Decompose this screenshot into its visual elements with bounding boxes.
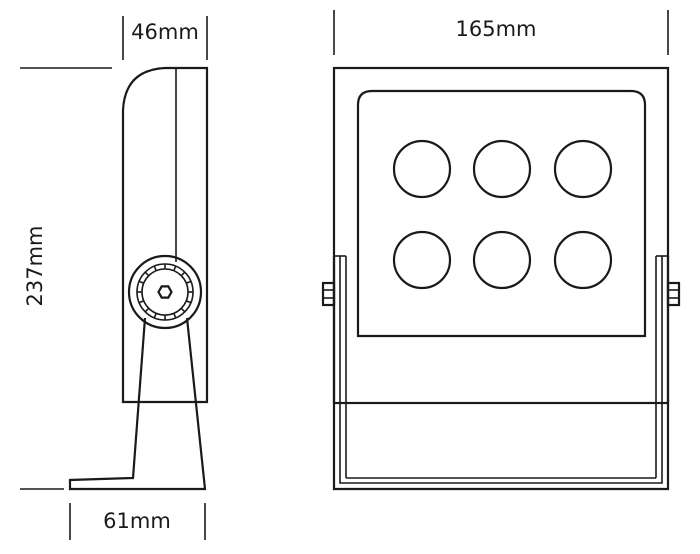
height-label: 237mm xyxy=(23,226,47,307)
pivot-tick xyxy=(173,312,177,319)
depth-dimension: 46mm xyxy=(122,16,208,60)
housing-side-profile xyxy=(121,66,209,404)
pivot-tick xyxy=(138,300,145,304)
bracket-outer xyxy=(332,256,670,491)
right-pivot-knob xyxy=(666,281,681,307)
pivot-inner-ring xyxy=(141,268,189,316)
pivot-knob xyxy=(127,254,203,330)
lens-panel xyxy=(356,89,647,338)
pivot-tick xyxy=(153,265,157,272)
pivot-tick xyxy=(144,271,150,277)
base-dimension: 61mm xyxy=(69,503,206,540)
width-dimension: 165mm xyxy=(333,10,669,55)
pivot-tick xyxy=(153,312,157,319)
housing-front xyxy=(332,66,670,405)
left-knob-body xyxy=(321,281,336,307)
pivot-tick xyxy=(144,307,150,313)
pivot-tick xyxy=(185,300,192,304)
u-bracket xyxy=(332,255,670,491)
mounting-arm-side xyxy=(68,317,207,491)
pivot-tick xyxy=(180,307,186,313)
pivot-tick xyxy=(173,265,177,272)
height-dimension: 237mm xyxy=(20,67,112,490)
width-label: 165mm xyxy=(456,17,537,41)
left-pivot-knob xyxy=(321,281,336,307)
pivot-outer-ring xyxy=(127,254,203,330)
bracket-inner xyxy=(339,256,663,484)
pivot-tick xyxy=(180,271,186,277)
led-grid xyxy=(392,139,613,290)
base-label: 61mm xyxy=(103,509,171,533)
front-view: 165mm xyxy=(321,10,681,491)
side-view: 46mm 237mm 61mm xyxy=(20,16,209,540)
right-knob-body xyxy=(666,281,681,307)
pivot-tick xyxy=(185,280,192,284)
pivot-tick xyxy=(138,280,145,284)
depth-label: 46mm xyxy=(131,20,199,44)
led-4 xyxy=(392,230,452,290)
led-6 xyxy=(553,230,613,290)
led-1 xyxy=(392,139,452,199)
pivot-nut xyxy=(157,285,173,299)
pivot-graduations xyxy=(137,264,193,320)
led-3 xyxy=(553,139,613,199)
led-2 xyxy=(472,139,532,199)
led-5 xyxy=(472,230,532,290)
